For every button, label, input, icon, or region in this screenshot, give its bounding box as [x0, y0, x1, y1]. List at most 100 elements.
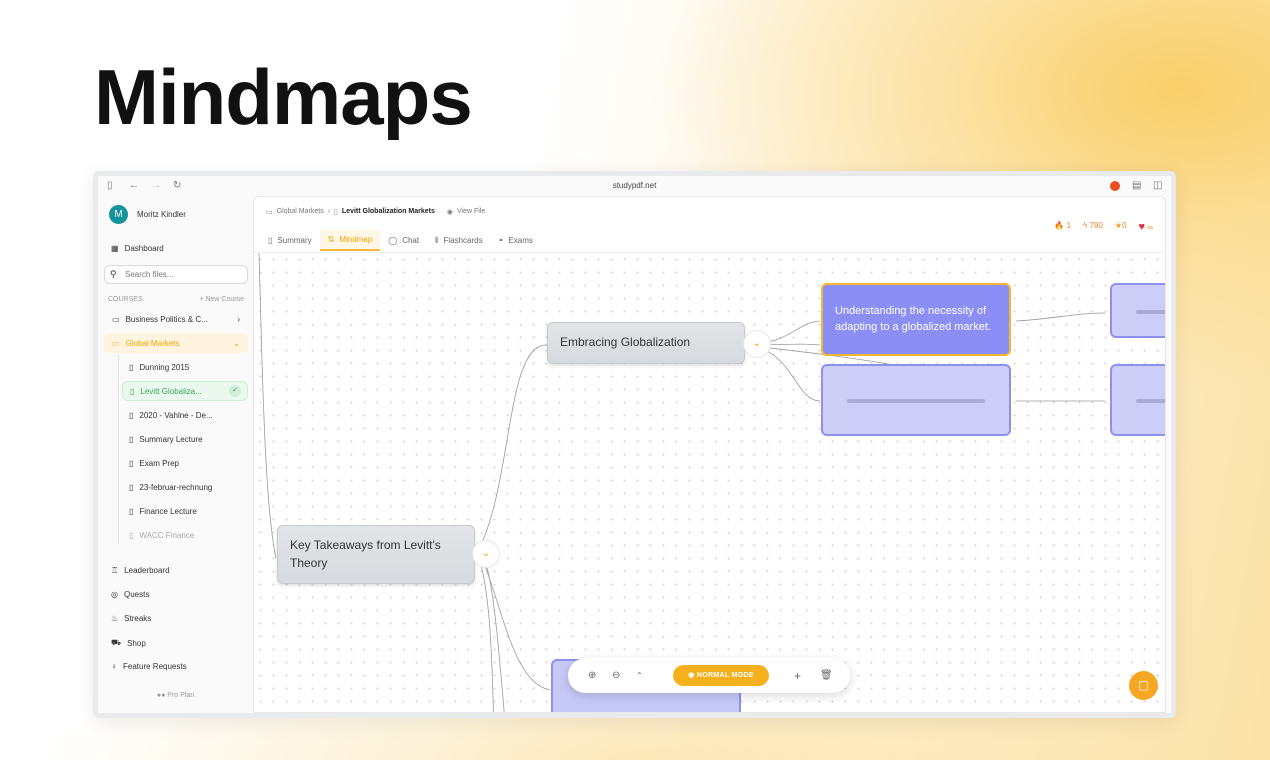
avatar[interactable]: M: [109, 205, 128, 224]
sidebar-item-streaks[interactable]: ♨Streaks: [111, 614, 151, 623]
split-view-icon[interactable]: ◫: [1153, 180, 1163, 191]
file-icon: ▯: [130, 386, 135, 396]
folder-open-icon: ▭: [112, 338, 120, 348]
mindmap-node-placeholder[interactable]: [1110, 364, 1165, 436]
tab-flashcards[interactable]: ⫴Flashcards: [427, 230, 491, 251]
main-panel: ▭Global Markets› ▯Levitt Globalization M…: [253, 196, 1166, 713]
sidebar-toggle-icon[interactable]: ▯: [107, 180, 113, 191]
zoom-in-icon[interactable]: ⊕: [588, 670, 597, 681]
badge-icon: ●●: [156, 692, 166, 699]
forward-icon[interactable]: →: [151, 180, 161, 191]
sidebar-item-leaderboard[interactable]: ♖ Leaderboard: [111, 566, 170, 575]
file-item[interactable]: ▯WACC Finance: [122, 525, 248, 545]
tab-exams[interactable]: ◓Exams: [491, 230, 541, 251]
reload-icon[interactable]: ↻: [173, 180, 182, 191]
sidebar-item-quests[interactable]: ◎ Quests: [111, 590, 149, 599]
breadcrumb-file: Levitt Globalization Markets: [341, 208, 435, 215]
file-item[interactable]: ▯Dunning 2015: [122, 357, 248, 377]
sidebar: M Moritz Kindler ▦Dashboard Search files…: [98, 196, 253, 713]
hero-title: Mindmaps: [94, 53, 473, 141]
chevron-right-icon: ›: [237, 314, 240, 324]
course-item[interactable]: ▭Business Politics & C...›: [104, 309, 248, 329]
tab-mindmap[interactable]: ⇅Mindmap: [319, 230, 381, 251]
normal-mode-button[interactable]: ◉ NORMAL MODE: [673, 665, 769, 686]
mindmap-node-understanding[interactable]: Understanding the necessity of adapting …: [821, 283, 1011, 356]
file-icon: ▯: [129, 410, 134, 420]
flame-icon: 🔥: [1054, 221, 1065, 230]
label: Summary: [277, 236, 312, 245]
label: Quests: [123, 590, 150, 599]
mindmap-node-key-takeaways[interactable]: Key Takeaways from Levitt's Theory: [277, 525, 475, 584]
collapse-toggle[interactable]: ⌄: [743, 330, 771, 358]
file-icon: ▯: [129, 506, 134, 516]
label: Summary Lecture: [139, 434, 203, 444]
label: Flashcards: [443, 236, 483, 245]
quests-icon: ◎: [111, 590, 118, 599]
chat-icon: ▢: [1137, 678, 1150, 692]
reader-icon[interactable]: ▤: [1132, 180, 1142, 191]
lightning-icon: ϟ: [1083, 221, 1088, 230]
chevron-down-icon: ⌄: [481, 548, 491, 559]
collapse-toggle[interactable]: ⌄: [472, 540, 500, 568]
back-icon[interactable]: ←: [129, 180, 139, 191]
tab-bar: ▯ Summary ⇅Mindmap ◯Chat ⫴Flashcards ◓Exa…: [260, 230, 541, 251]
mindmap-node-placeholder[interactable]: [1110, 283, 1165, 338]
file-icon: ▯: [334, 209, 338, 216]
chat-support-button[interactable]: ▢: [1129, 671, 1158, 700]
file-icon: ▯: [129, 434, 134, 444]
label: Dashboard: [124, 244, 164, 253]
label: 2020 - Vahlne - De...: [139, 410, 213, 420]
cart-icon: ⛟: [111, 638, 122, 647]
folder-icon: ▭: [112, 314, 120, 324]
star-icon: ★: [1114, 221, 1123, 230]
breadcrumb-folder[interactable]: Global Markets: [276, 208, 324, 215]
xp-stat: ϟ 790: [1083, 221, 1103, 230]
add-node-icon[interactable]: +: [794, 668, 802, 683]
label: WACC Finance: [139, 530, 195, 540]
mindmap-toolbar: ⊕ ⊖ ⌃ ◉ NORMAL MODE + 🗑: [568, 658, 850, 693]
mindmap-node-placeholder[interactable]: [821, 364, 1011, 436]
collapse-all-icon[interactable]: ⌃: [636, 671, 643, 680]
sidebar-item-feature-requests[interactable]: ♀Feature Requests: [111, 662, 187, 671]
label: Exams: [508, 236, 533, 245]
file-icon: ▯: [129, 362, 134, 372]
trash-icon[interactable]: 🗑: [820, 670, 833, 681]
course-item-active[interactable]: ▭Global Markets⌄: [104, 333, 248, 353]
tab-summary[interactable]: ▯ Summary: [260, 230, 320, 251]
mindmap-node-embracing[interactable]: Embracing Globalization: [547, 322, 745, 364]
search-icon: ⚲: [110, 269, 117, 279]
file-item[interactable]: ▯Exam Prep: [122, 453, 248, 473]
chevron-down-icon: ⌄: [233, 338, 240, 348]
courses-label: COURSES: [108, 296, 143, 303]
eye-icon: ◉: [688, 672, 695, 679]
book-icon: ▯: [268, 236, 273, 245]
tab-chat[interactable]: ◯Chat: [380, 230, 427, 251]
chevron-down-icon: ⌄: [752, 338, 762, 349]
file-item[interactable]: ▯ Finance Lecture: [122, 501, 248, 521]
new-course-button[interactable]: + New Course: [199, 296, 244, 303]
sidebar-item-shop[interactable]: ⛟Shop: [111, 638, 146, 648]
file-item[interactable]: ▯ Summary Lecture: [122, 429, 248, 449]
sidebar-item-dashboard[interactable]: ▦ Dashboard: [111, 244, 164, 253]
grid-icon: ▦: [111, 244, 119, 253]
label: Chat: [402, 236, 420, 245]
view-file-link[interactable]: View File: [456, 208, 486, 215]
trophy-icon: ♖: [111, 566, 119, 575]
folder-icon: ▭: [266, 209, 273, 216]
check-icon: ✓: [229, 385, 241, 397]
pro-plan[interactable]: ●● Pro Plan: [98, 692, 253, 699]
url-bar[interactable]: studypdf.net: [612, 181, 657, 190]
search-input[interactable]: Search files...: [104, 265, 248, 284]
lightbulb-icon: ♀: [111, 662, 117, 671]
file-icon: ▯: [129, 458, 134, 468]
zoom-out-icon[interactable]: ⊖: [612, 670, 621, 681]
label: Levitt Globaliza...: [140, 386, 202, 396]
file-item[interactable]: ▯ 2020 - Vahlne - De...: [122, 405, 248, 425]
mindmap-canvas[interactable]: Embracing Globalization ⌄ Understanding …: [254, 252, 1165, 712]
extension-icon[interactable]: [1110, 181, 1120, 191]
label: Leaderboard: [124, 566, 170, 575]
file-item-active[interactable]: ▯ Levitt Globaliza... ✓: [122, 381, 248, 401]
file-item[interactable]: ▯23-februar-rechnung: [122, 477, 248, 497]
label: Finance Lecture: [139, 506, 197, 516]
label: Mindmap: [339, 235, 373, 244]
